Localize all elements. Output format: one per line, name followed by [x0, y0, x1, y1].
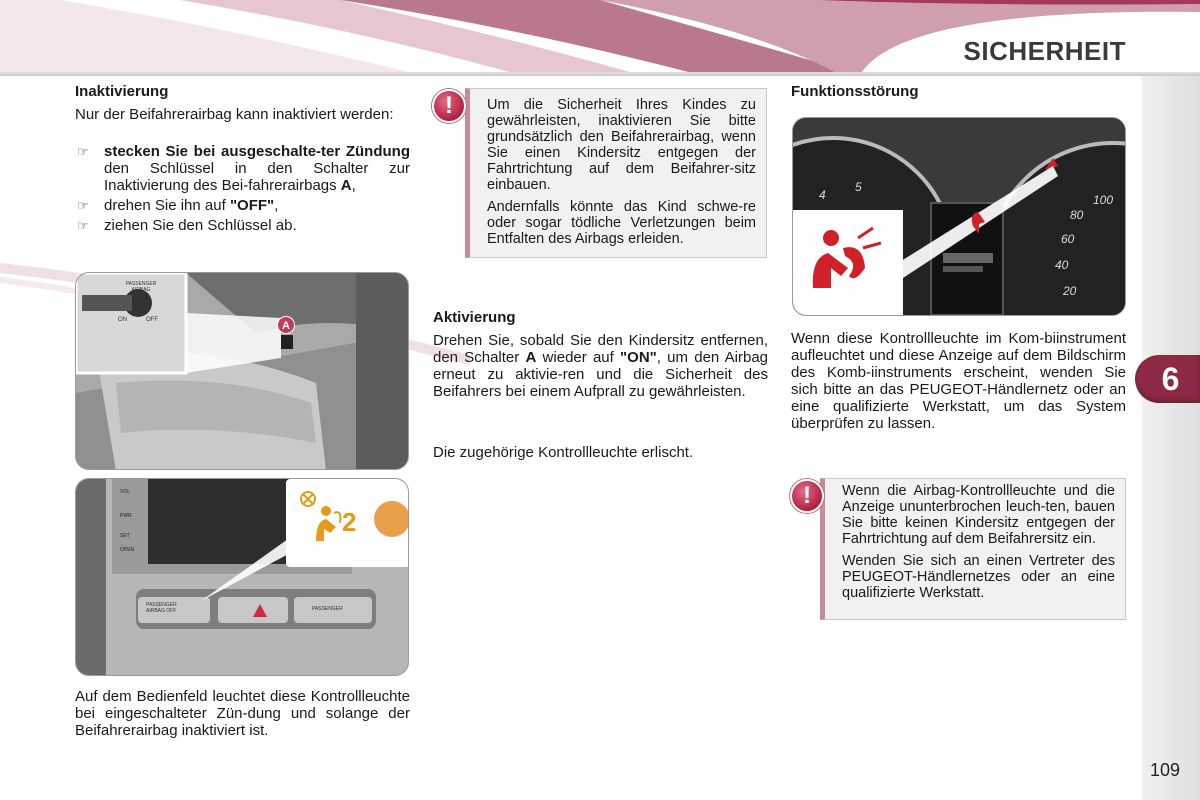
console-caption: Auf dem Bedienfeld leuchtet diese Kontro…: [75, 688, 410, 739]
step-bold: "OFF": [229, 197, 275, 214]
step-bold: A: [340, 177, 352, 194]
header-decoration: [0, 0, 1200, 75]
header-rule: [0, 72, 1200, 76]
text-run: , um den Airbag erneut zu aktivie-ren un…: [433, 349, 768, 400]
speed-label-100: 100: [1093, 193, 1114, 207]
step-text: ziehen Sie den Schlüssel ab.: [104, 217, 297, 234]
step-text: ,: [351, 177, 356, 194]
inaktivierung-steps: ☞ stecken Sie bei ausgeschalte-ter Zündu…: [75, 143, 410, 237]
warning-icon: !: [432, 89, 466, 123]
aktivierung-text-2: Die zugehörige Kontrollleuchte erlischt.: [433, 444, 694, 461]
tach-label-5: 5: [855, 180, 862, 194]
cluster-illustration: [793, 118, 1125, 315]
inaktivierung-intro: Nur der Beifahrerairbag kann inaktiviert…: [75, 106, 394, 123]
child-seat-warning-box: Um die Sicherheit Ihres Kindes zu gewähr…: [465, 88, 767, 258]
airbag-off-indicator-number: 2: [342, 507, 357, 537]
inaktivierung-heading: Inaktivierung: [75, 83, 169, 100]
speed-label-20: 20: [1063, 284, 1077, 298]
tach-label-4: 4: [819, 188, 826, 202]
funktionsstoerung-text: Wenn diese Kontrollleuchte im Kom-biinst…: [791, 330, 1126, 432]
right-rail: [1142, 76, 1200, 800]
switch-off-label: OFF: [146, 317, 158, 323]
switch-a-badge: A: [277, 316, 295, 334]
page-number: 109: [1150, 760, 1181, 780]
warning-paragraph: Um die Sicherheit Ihres Kindes zu gewähr…: [487, 97, 756, 193]
pointing-hand-icon: ☞: [77, 144, 89, 159]
aktivierung-text: Drehen Sie, sobald Sie den Kindersitz en…: [433, 332, 768, 400]
chapter-tab[interactable]: 6: [1135, 355, 1200, 403]
glovebox-photo: PASSENGER AIRBAG ON OFF A: [75, 272, 409, 470]
text-run: Drehen Sie, sobald Sie den Kindersitz en…: [433, 332, 768, 366]
console-button-open: OPEN: [120, 547, 135, 553]
warning-paragraph: Wenn die Airbag-Kontrollleuchte und die …: [842, 483, 1115, 547]
console-button-set: SET: [120, 533, 130, 539]
text-bold: "ON": [620, 349, 657, 366]
pointing-hand-icon: ☞: [77, 218, 89, 233]
speed-label-60: 60: [1061, 232, 1075, 246]
step-item: ☞ ziehen Sie den Schlüssel ab.: [75, 217, 410, 234]
funktionsstoerung-heading: Funktionsstörung: [791, 83, 919, 100]
passenger-label: PASSENGER: [312, 606, 343, 612]
section-title: SICHERHEIT: [963, 36, 1126, 66]
console-button-pwr: PWR: [120, 513, 132, 519]
speed-label-80: 80: [1070, 208, 1084, 222]
glovebox-illustration: [76, 273, 408, 469]
step-bold: stecken Sie bei ausgeschalte-ter Zündung: [104, 143, 410, 160]
step-text: den Schlüssel in den Schalter zur Inakti…: [104, 160, 410, 194]
speed-label-40: 40: [1055, 258, 1069, 272]
switch-on-label: ON: [118, 317, 127, 323]
instrument-cluster-photo: 4 5 80 100 60 40 20: [792, 117, 1126, 316]
header-band: [0, 0, 1200, 75]
airbag-off-indicator-icon: [298, 489, 358, 549]
console-illustration: [76, 479, 408, 675]
pointing-hand-icon: ☞: [77, 198, 89, 213]
console-button-vol: VOL: [120, 489, 131, 495]
warning-paragraph: Wenden Sie sich an einen Vertreter des P…: [842, 553, 1115, 601]
warning-paragraph: Andernfalls könnte das Kind schwe-re ode…: [487, 199, 756, 247]
passenger-airbag-label: PASSENGER AIRBAG: [125, 281, 157, 293]
passenger-airbag-off-label: PASSENGER AIRBAG OFF: [146, 602, 177, 614]
malfunction-warning-box: Wenn die Airbag-Kontrollleuchte und die …: [820, 478, 1126, 620]
center-console-photo: VOL PWR SET OPEN PASSENGER AIRBAG OFF PA…: [75, 478, 409, 676]
aktivierung-heading: Aktivierung: [433, 309, 516, 326]
step-text: ,: [274, 197, 279, 214]
warning-icon: !: [790, 479, 824, 513]
step-item: ☞ drehen Sie ihn auf "OFF",: [75, 197, 410, 214]
step-text: drehen Sie ihn auf: [104, 197, 230, 214]
text-bold: A: [525, 349, 537, 366]
text-run: wieder auf: [536, 349, 621, 366]
step-item: ☞ stecken Sie bei ausgeschalte-ter Zündu…: [75, 143, 410, 194]
